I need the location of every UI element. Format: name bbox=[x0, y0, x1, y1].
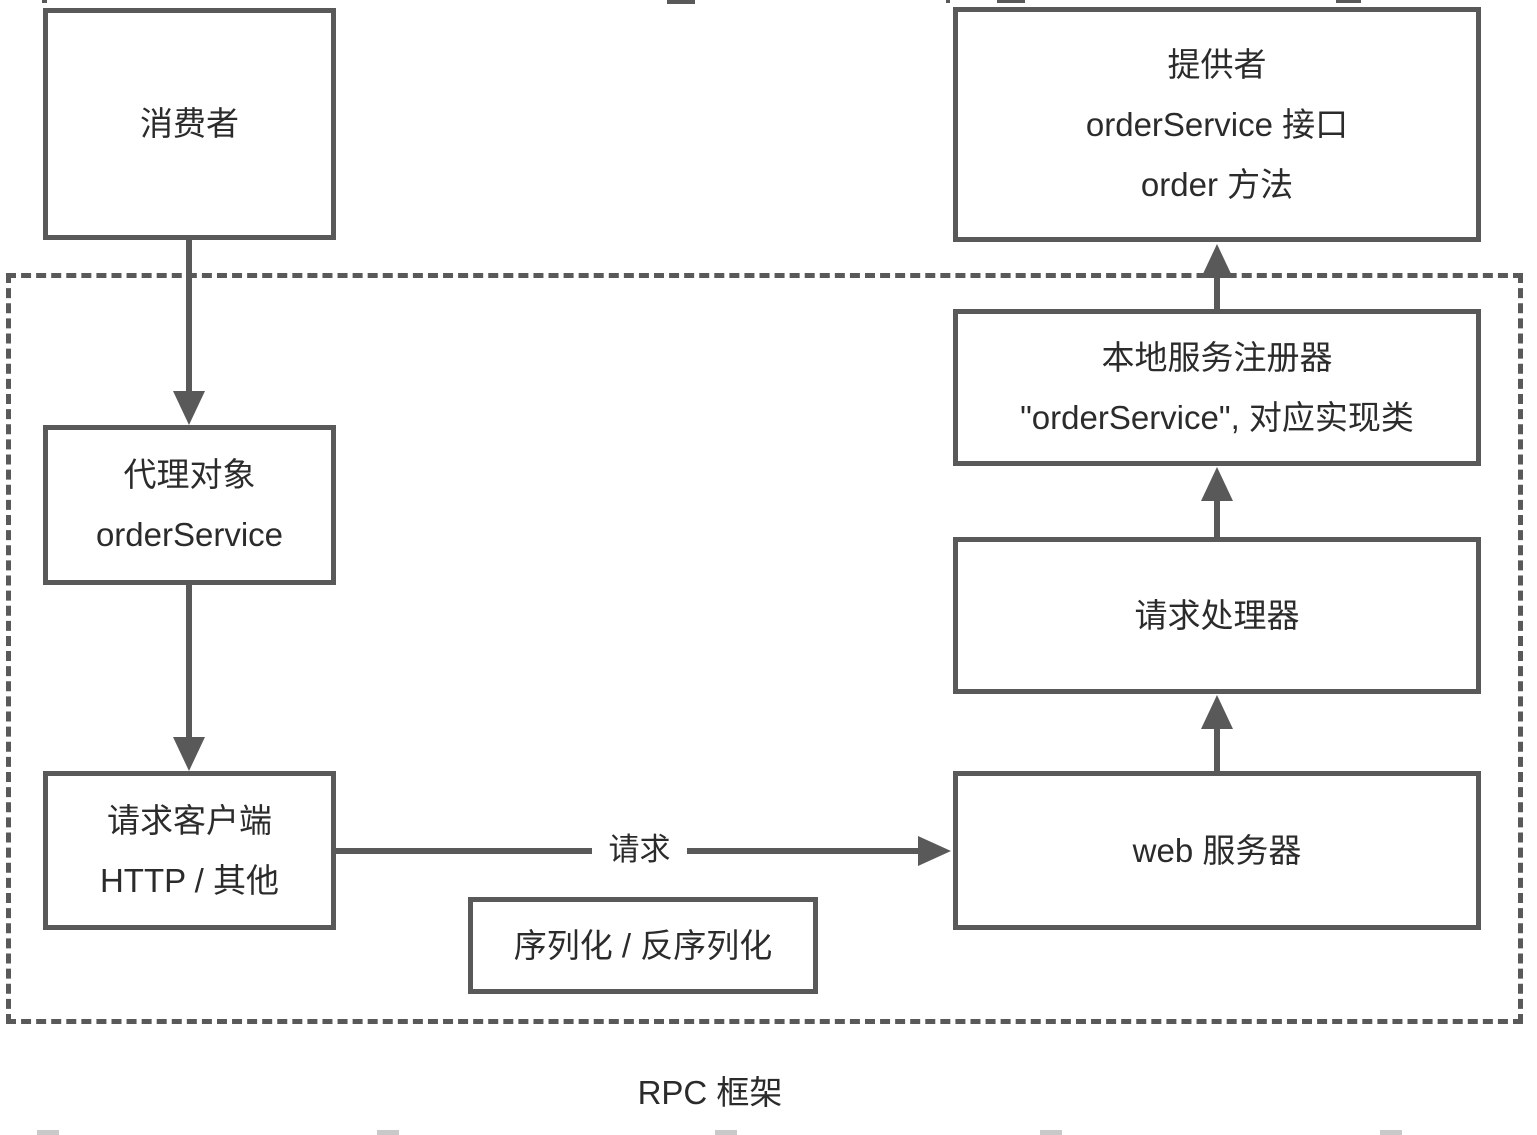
edge-label-request: 请求 bbox=[592, 831, 687, 869]
crop-artifact bbox=[1040, 1130, 1062, 1135]
node-proxy-object: 代理对象 orderService bbox=[43, 425, 336, 585]
node-label: HTTP / 其他 bbox=[99, 861, 280, 899]
crop-artifact bbox=[997, 0, 1025, 3]
node-label: 消费者 bbox=[140, 105, 239, 142]
node-provider: 提供者 orderService 接口 order 方法 bbox=[953, 7, 1481, 242]
node-label: 序列化 / 反序列化 bbox=[513, 926, 773, 964]
rpc-framework-boundary bbox=[6, 273, 1523, 1024]
node-label: 本地服务注册器 bbox=[1101, 338, 1333, 376]
crop-artifact bbox=[42, 0, 47, 3]
arrowhead-right-icon bbox=[918, 836, 951, 866]
node-label: 请求处理器 bbox=[1134, 596, 1300, 634]
arrow-line bbox=[1214, 276, 1220, 309]
crop-artifact bbox=[377, 1130, 399, 1135]
node-label: 代理对象 bbox=[123, 456, 256, 493]
node-label: web 服务器 bbox=[1132, 831, 1302, 869]
arrow-line bbox=[1214, 727, 1220, 771]
node-label: orderService 接口 bbox=[1085, 105, 1349, 143]
arrowhead-down-icon bbox=[173, 391, 205, 425]
crop-artifact bbox=[715, 1130, 737, 1135]
crop-artifact bbox=[1336, 0, 1361, 3]
node-label: 请求客户端 bbox=[107, 801, 272, 839]
crop-artifact bbox=[667, 0, 695, 4]
node-label: orderService bbox=[95, 516, 284, 553]
node-request-client: 请求客户端 HTTP / 其他 bbox=[43, 771, 336, 930]
node-label: order 方法 bbox=[1140, 165, 1294, 203]
arrow-line bbox=[682, 848, 919, 854]
arrowhead-down-icon bbox=[173, 737, 205, 771]
arrowhead-up-icon bbox=[1201, 244, 1233, 278]
arrow-line bbox=[336, 848, 597, 854]
arrowhead-up-icon bbox=[1201, 695, 1233, 729]
node-consumer: 消费者 bbox=[43, 8, 336, 240]
arrow-line bbox=[186, 585, 192, 738]
arrow-line bbox=[1214, 499, 1220, 537]
arrow-line bbox=[186, 240, 192, 395]
crop-artifact bbox=[946, 0, 950, 3]
node-local-service-registry: 本地服务注册器 "orderService", 对应实现类 bbox=[953, 309, 1481, 466]
arrowhead-up-icon bbox=[1201, 467, 1233, 501]
node-web-server: web 服务器 bbox=[953, 771, 1481, 930]
diagram-caption: RPC 框架 bbox=[637, 1074, 783, 1111]
crop-artifact bbox=[37, 1130, 59, 1135]
node-label: 提供者 bbox=[1167, 45, 1267, 83]
node-request-handler: 请求处理器 bbox=[953, 537, 1481, 694]
crop-artifact bbox=[1380, 1130, 1402, 1135]
node-serialization: 序列化 / 反序列化 bbox=[468, 897, 818, 994]
node-label: "orderService", 对应实现类 bbox=[1020, 398, 1414, 436]
